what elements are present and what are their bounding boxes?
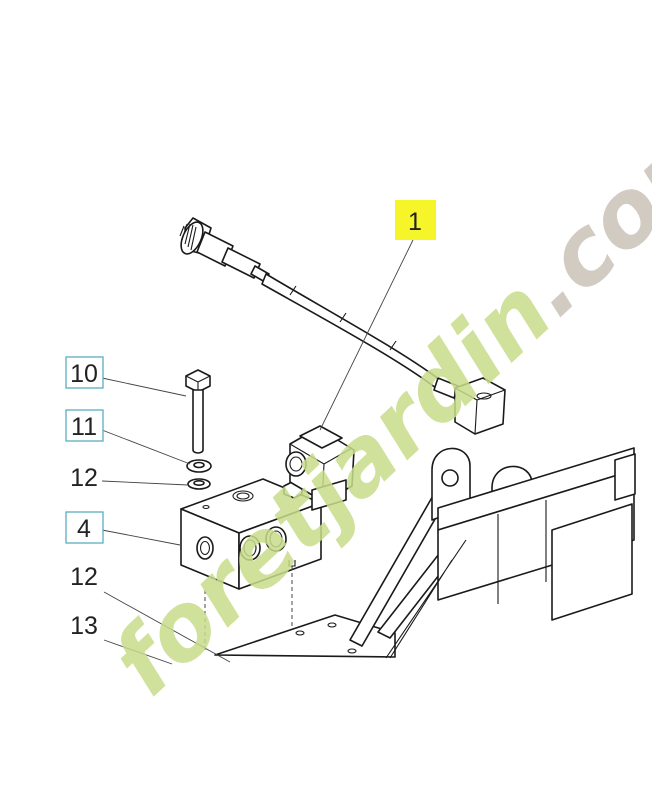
callout-1-label: 1 — [408, 208, 422, 236]
callout-10-box — [65, 356, 104, 389]
callout-10: 10 — [65, 356, 104, 389]
callout-13: 13 — [70, 612, 98, 640]
callout-12-lower-label: 12 — [70, 563, 98, 591]
callout-1: 1 — [395, 200, 436, 240]
washer-part-12 — [187, 478, 211, 490]
bolt-part — [185, 369, 211, 454]
valve-block-part — [180, 425, 355, 655]
callout-1-highlight — [395, 200, 436, 240]
callout-12-lower: 12 — [70, 563, 98, 591]
callout-11-box — [65, 409, 104, 442]
callout-11-label: 11 — [71, 413, 97, 441]
callout-13-label: 13 — [70, 612, 98, 640]
callout-12-upper: 12 — [70, 464, 98, 492]
washer-part-11 — [186, 459, 212, 473]
leader-lines — [101, 239, 414, 665]
callout-10-label: 10 — [70, 360, 98, 388]
connector-knurl — [179, 223, 197, 251]
frame-bracket-part — [214, 447, 636, 659]
callout-4-box — [65, 511, 104, 544]
callout-12-upper-label: 12 — [70, 464, 98, 492]
callout-4: 4 — [65, 511, 104, 544]
callout-11: 11 — [65, 409, 104, 442]
callout-4-label: 4 — [77, 515, 91, 543]
cable-connector-part — [179, 217, 506, 435]
